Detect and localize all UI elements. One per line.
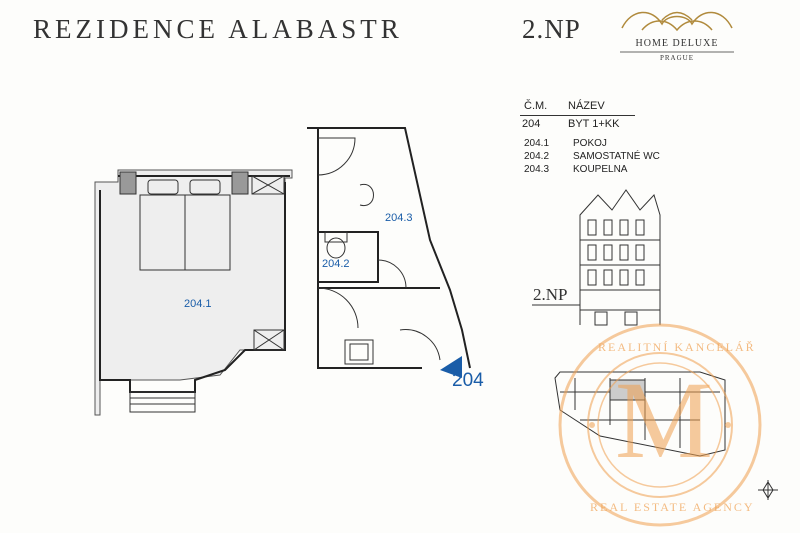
elevation-floor-label: 2.NP [533,285,568,304]
legend-item-number: 204.2 [524,151,550,162]
legend-divider [520,115,635,116]
legend-item-name: POKOJ [573,138,607,149]
floor-title: 2.NP [522,14,581,44]
unit-marker [440,356,462,378]
legend-unit-type: BYT 1+KK [568,118,620,130]
unit-number-label: 204 [452,370,484,391]
home-deluxe-logo [620,11,734,53]
legend-item-number: 204.1 [524,138,550,149]
legend-col-number: Č.M. [524,100,548,112]
legend-col-name: NÁZEV [568,100,605,112]
watermark-letter: M [615,359,713,481]
room-label-204-3: 204.3 [385,212,413,224]
logo-name: HOME DELUXE [635,38,719,49]
legend-unit-number: 204 [522,118,541,130]
watermark-ring-top: REALITNÍ KANCELÁŘ [598,340,756,354]
logo-city: PRAGUE [659,54,694,62]
legend-item-name: KOUPELNA [573,164,628,175]
room-label-204-1: 204.1 [184,298,212,310]
legend-item-name: SAMOSTATNÉ WC [573,151,660,162]
page-title: REZIDENCE ALABASTR [33,14,403,44]
legend-item-number: 204.3 [524,164,550,175]
room-label-204-2: 204.2 [322,258,350,270]
watermark-ring-bottom: REAL ESTATE AGENCY [590,500,755,514]
